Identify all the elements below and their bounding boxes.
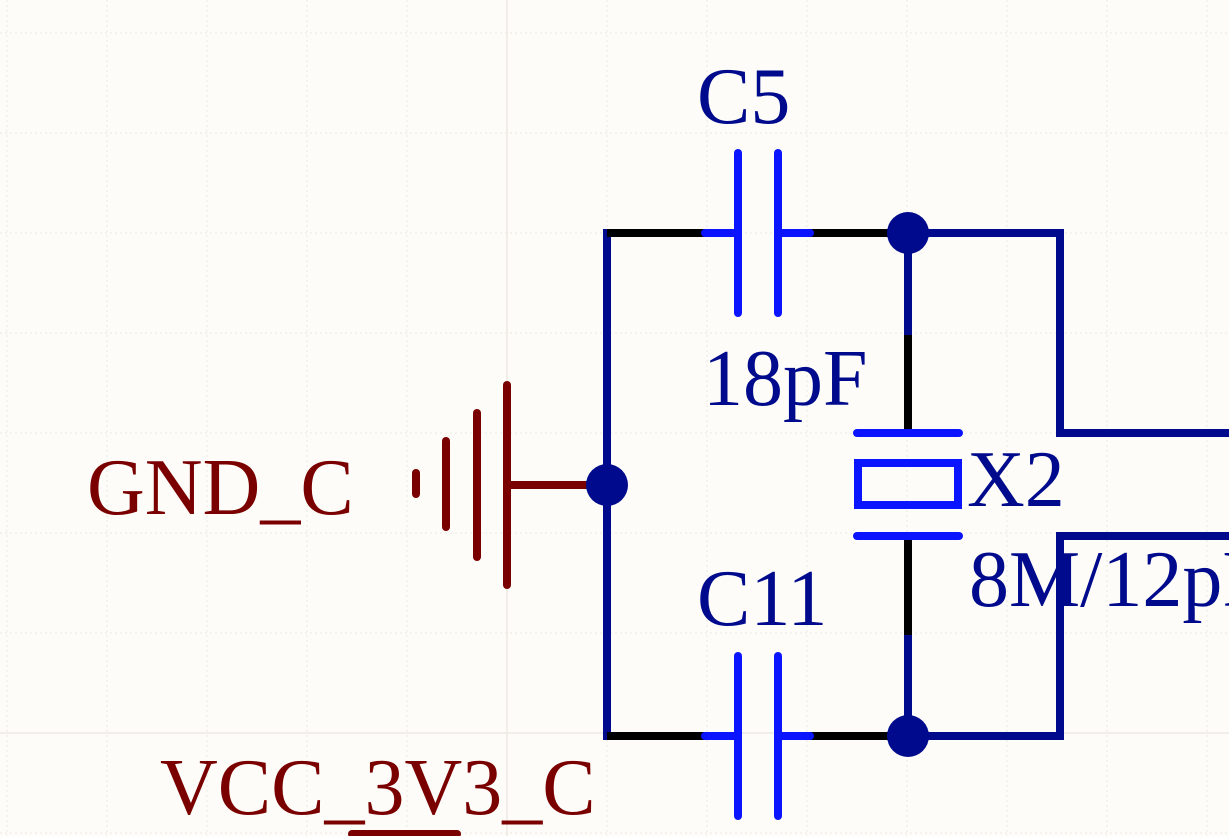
crystal-x2[interactable] xyxy=(853,429,963,540)
x2-designator[interactable]: X2 xyxy=(967,436,1065,524)
capacitor-c5[interactable] xyxy=(701,149,814,317)
junctions xyxy=(586,212,929,757)
c5-designator[interactable]: C5 xyxy=(697,53,790,141)
c11-designator[interactable]: C11 xyxy=(697,555,827,643)
gnd-power-port[interactable] xyxy=(412,381,589,589)
x2-value[interactable]: 8M/12pF xyxy=(969,536,1229,624)
c5-value[interactable]: 18pF xyxy=(703,335,868,423)
junction-bottom xyxy=(887,715,929,757)
wire-top-right[interactable] xyxy=(904,229,1229,437)
wire-bottom-right[interactable] xyxy=(904,532,1229,740)
junction-gnd xyxy=(586,464,628,506)
x2-crystal-body xyxy=(854,459,962,509)
capacitor-c11[interactable] xyxy=(701,652,814,820)
junction-top xyxy=(887,212,929,254)
vcc-net-label[interactable]: VCC_3V3_C xyxy=(160,744,596,832)
gnd-net-label[interactable]: GND_C xyxy=(87,444,354,532)
